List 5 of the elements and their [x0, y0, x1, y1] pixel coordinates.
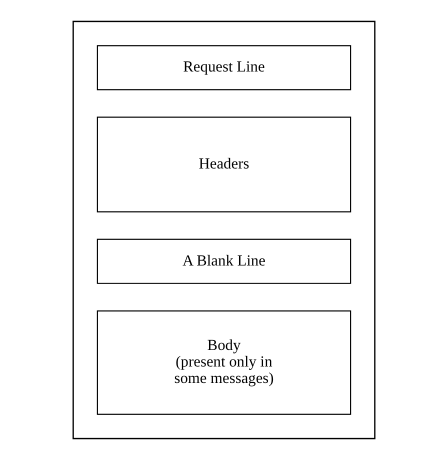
node-box: Request Line	[96, 45, 351, 90]
node-box: A Blank Line	[96, 238, 351, 284]
node-box: Body (present only in some messages)	[96, 310, 351, 415]
node-box: Headers	[96, 116, 351, 212]
cluster	[72, 20, 375, 440]
